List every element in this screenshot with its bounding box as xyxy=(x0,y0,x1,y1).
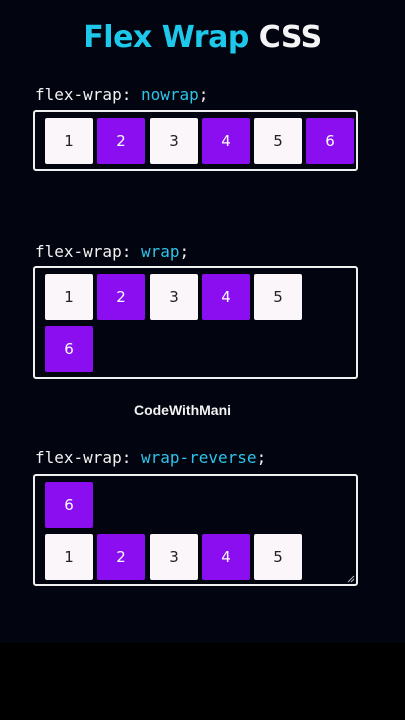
flex-item: 2 xyxy=(97,534,145,580)
bottom-bar xyxy=(0,643,405,720)
flex-container-wrap: 1 2 3 4 5 6 xyxy=(33,266,358,379)
title-accent: Flex Wrap xyxy=(83,20,249,55)
code-line-wrap-reverse: flex-wrap: wrap-reverse; xyxy=(35,448,266,467)
code-line-wrap: flex-wrap: wrap; xyxy=(35,242,189,261)
code-semicolon: ; xyxy=(256,448,267,467)
code-property: flex-wrap: xyxy=(35,85,132,104)
flex-item: 5 xyxy=(254,534,302,580)
code-property: flex-wrap: xyxy=(35,242,132,261)
code-value: wrap xyxy=(140,242,180,261)
flex-item: 3 xyxy=(150,274,198,320)
flex-item: 2 xyxy=(97,118,145,164)
title-plain: CSS xyxy=(258,20,322,55)
code-value: nowrap xyxy=(140,85,199,104)
flex-item: 4 xyxy=(202,274,250,320)
flex-item: 1 xyxy=(45,534,93,580)
flex-item: 5 xyxy=(254,274,302,320)
code-semicolon: ; xyxy=(179,242,190,261)
flex-item: 2 xyxy=(97,274,145,320)
flex-item: 6 xyxy=(306,118,354,164)
flex-item: 4 xyxy=(202,534,250,580)
flex-item: 5 xyxy=(254,118,302,164)
flex-item: 4 xyxy=(202,118,250,164)
flex-container-wrap-reverse[interactable]: 6 1 2 3 4 5 xyxy=(33,474,358,586)
flex-container-nowrap: 1 2 3 4 5 6 xyxy=(33,110,358,171)
watermark: CodeWithMani xyxy=(133,402,232,418)
page-title: Flex Wrap CSS xyxy=(0,20,405,55)
preview-stage: Flex Wrap CSS flex-wrap: nowrap; 1 2 3 4… xyxy=(0,0,405,643)
code-value: wrap-reverse xyxy=(140,448,257,467)
code-property: flex-wrap: xyxy=(35,448,132,467)
flex-item: 6 xyxy=(45,482,93,528)
flex-item: 3 xyxy=(150,118,198,164)
flex-item: 6 xyxy=(45,326,93,372)
flex-item: 1 xyxy=(45,274,93,320)
code-line-nowrap: flex-wrap: nowrap; xyxy=(35,85,208,104)
code-semicolon: ; xyxy=(198,85,209,104)
resize-grip-icon[interactable] xyxy=(347,575,355,583)
flex-item: 3 xyxy=(150,534,198,580)
flex-item: 1 xyxy=(45,118,93,164)
